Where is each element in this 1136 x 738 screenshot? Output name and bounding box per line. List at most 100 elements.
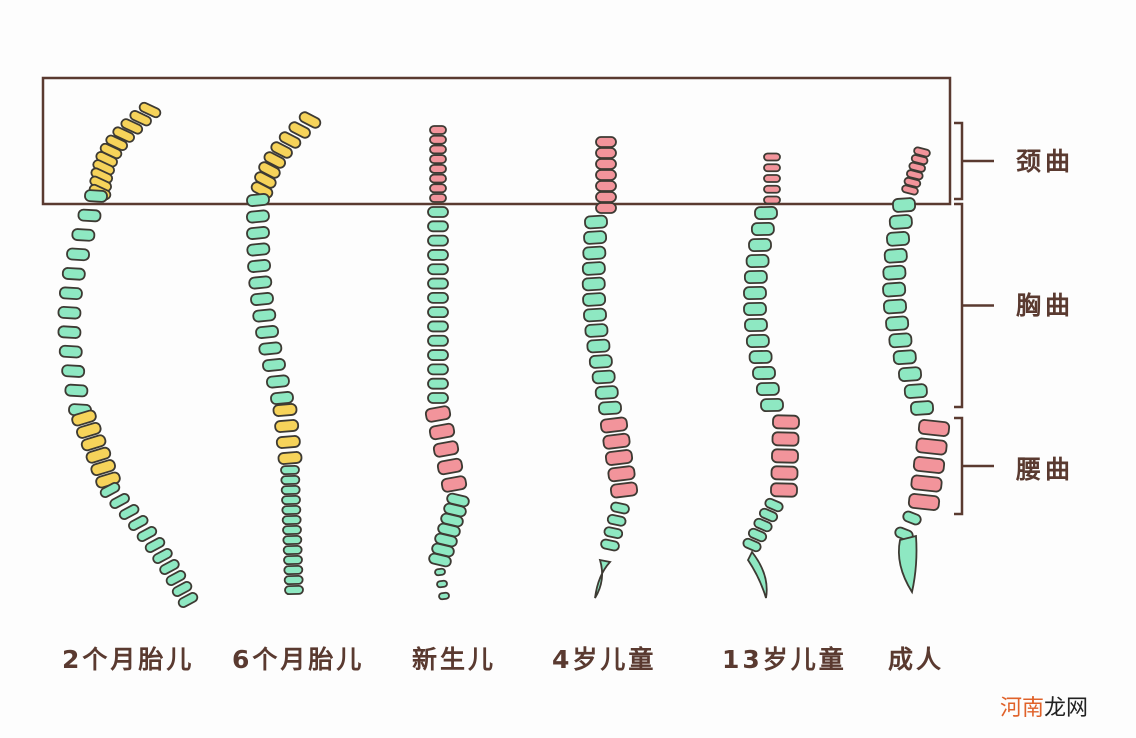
vertebra xyxy=(429,193,447,203)
vertebra xyxy=(747,527,768,543)
vertebra xyxy=(745,333,770,349)
vertebra xyxy=(284,584,304,596)
vertebra xyxy=(428,552,452,568)
vertebra xyxy=(607,465,636,483)
label-adult: 成人 xyxy=(888,645,945,674)
vertebra xyxy=(429,144,447,155)
vertebra xyxy=(771,431,800,447)
vertebra xyxy=(885,315,910,332)
vertebra xyxy=(64,383,89,398)
vertebra xyxy=(583,230,608,245)
vertebra xyxy=(129,110,152,127)
label-child-13y: 13岁儿童 xyxy=(722,645,847,674)
vertebra xyxy=(165,569,187,587)
vertebra xyxy=(595,136,617,148)
vertebra xyxy=(152,547,173,565)
vertebra xyxy=(281,504,302,516)
vertebra xyxy=(744,317,768,333)
vertebra xyxy=(752,365,776,381)
spine-fetus-6m xyxy=(246,111,322,596)
vertebra xyxy=(763,152,781,162)
vertebra xyxy=(436,457,464,476)
vertebra xyxy=(85,446,112,464)
vertebra xyxy=(90,459,116,477)
vertebra xyxy=(748,237,772,253)
vertebra xyxy=(248,275,273,290)
vertebra xyxy=(270,141,293,159)
vertebra xyxy=(283,574,304,586)
vertebra xyxy=(247,259,271,273)
vertebra xyxy=(80,434,107,452)
vertebra xyxy=(66,247,90,262)
vertebra xyxy=(882,281,907,298)
vertebra xyxy=(610,501,630,515)
vertebra xyxy=(583,307,607,323)
vertebra xyxy=(754,205,778,221)
vertebra xyxy=(883,247,908,264)
spine-fetus-2m xyxy=(57,101,199,609)
vertebra xyxy=(427,377,449,390)
vertebra xyxy=(763,184,781,194)
vertebra xyxy=(138,101,162,119)
vertebra xyxy=(602,432,631,450)
vertebra xyxy=(888,332,913,349)
vertebra xyxy=(277,451,303,465)
vertebra xyxy=(429,125,447,135)
spines xyxy=(57,101,951,609)
vertebra xyxy=(595,158,617,170)
vertebra xyxy=(427,291,449,304)
vertebra xyxy=(434,567,446,577)
vertebra xyxy=(898,366,922,382)
vertebra xyxy=(71,228,96,242)
vertebra xyxy=(128,514,149,532)
vertebra xyxy=(250,292,274,306)
vertebra xyxy=(427,263,449,276)
vertebra xyxy=(427,234,449,247)
vertebra xyxy=(584,214,608,230)
vertebra xyxy=(892,197,916,213)
vertebra xyxy=(750,221,775,237)
vertebra xyxy=(743,301,767,317)
vertebra xyxy=(266,374,290,389)
vertebra xyxy=(428,422,456,441)
vertebra xyxy=(136,525,158,543)
vertebra xyxy=(901,184,919,196)
vertebra xyxy=(424,405,452,423)
label-fetus-2m: 2个月胎儿 xyxy=(62,645,195,674)
vertebra xyxy=(282,544,303,556)
vertebra xyxy=(763,163,781,173)
vertebra xyxy=(246,193,270,207)
vertebra xyxy=(584,323,609,338)
vertebra xyxy=(278,131,302,149)
vertebra xyxy=(917,419,951,437)
vertebra xyxy=(427,363,449,376)
vertebra xyxy=(288,121,311,139)
watermark-part1: 河南 xyxy=(1000,696,1045,721)
vertebra xyxy=(246,209,270,224)
vertebra xyxy=(595,202,617,214)
vertebra xyxy=(282,524,302,536)
vertebra xyxy=(246,226,270,240)
vertebra xyxy=(144,536,166,554)
region-label-lumbar: 腰曲 xyxy=(1016,455,1075,484)
label-newborn: 新生儿 xyxy=(412,645,497,674)
vertebra xyxy=(591,369,616,385)
vertebra xyxy=(910,474,943,493)
vertebra xyxy=(282,534,303,546)
vertebra xyxy=(581,276,606,292)
vertebra xyxy=(595,191,617,203)
vertebra xyxy=(595,147,617,159)
watermark-part2: 龙网 xyxy=(1044,696,1089,721)
region-brackets xyxy=(954,121,994,516)
vertebra xyxy=(758,507,779,523)
vertebra xyxy=(275,435,301,449)
vertebra xyxy=(58,286,83,301)
vertebra xyxy=(281,494,301,506)
vertebra xyxy=(99,481,121,499)
label-child-4y: 4岁儿童 xyxy=(552,645,657,674)
vertebra xyxy=(603,526,624,540)
vertebra xyxy=(258,341,283,356)
watermark: 河南龙网 xyxy=(1000,690,1088,722)
vertebra xyxy=(246,242,271,257)
